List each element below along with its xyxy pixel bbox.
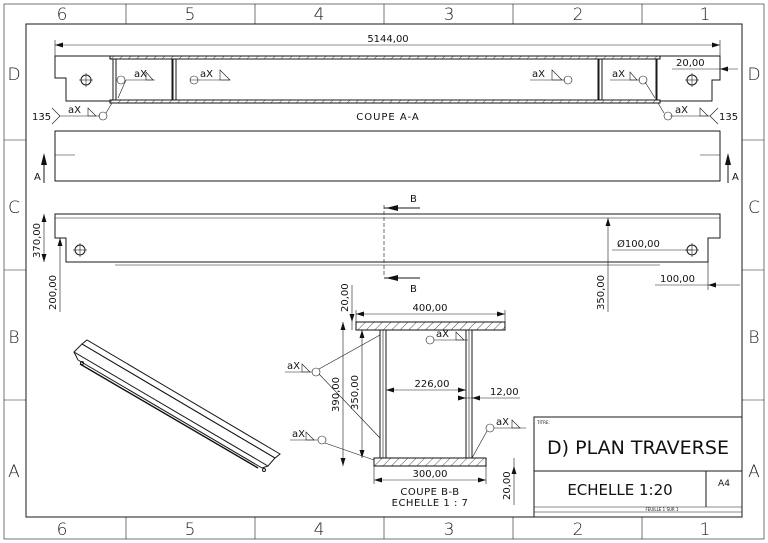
- col-label-bottom-4: 4: [314, 520, 325, 540]
- weld-symbol-6: aX: [675, 105, 688, 116]
- section-mark-a-left: A: [34, 172, 41, 183]
- row-label-left-a: A: [8, 462, 20, 482]
- col-label-top-5: 5: [185, 5, 196, 25]
- row-label-left-c: C: [8, 198, 20, 218]
- col-label-top-2: 2: [573, 5, 584, 25]
- dim-hole-depth: 200,00: [48, 275, 59, 310]
- row-label-right-c: C: [748, 198, 760, 218]
- col-label-bottom-6: 6: [57, 520, 68, 540]
- weld-symbol-9: aX: [292, 429, 305, 440]
- dim-end-offset: 20,00: [676, 58, 705, 69]
- dim-top-thickness: 20,00: [340, 283, 351, 312]
- dim-overall-length: 5144,00: [367, 34, 408, 45]
- section-mark-b-top: B: [410, 194, 417, 205]
- dim-total-height: 390,00: [331, 377, 342, 412]
- drawing-scale: ECHELLE 1:20: [567, 481, 672, 499]
- dim-web-height: 350,00: [350, 375, 361, 410]
- title-block: TITRE: D) PLAN TRAVERSE ECHELLE 1:20 A4 …: [533, 416, 743, 518]
- weld-symbol-5: aX: [68, 105, 81, 116]
- weld-symbol-10: aX: [496, 417, 509, 428]
- section-mark-b-bottom: B: [410, 284, 417, 295]
- angle-left: 135: [32, 112, 51, 123]
- section-bb-scale: ECHELLE 1 : 7: [392, 498, 469, 509]
- section-mark-a-right: A: [732, 172, 739, 183]
- col-label-bottom-2: 2: [573, 520, 584, 540]
- col-label-bottom-1: 1: [700, 520, 711, 540]
- grid-ticks: [4, 4, 764, 539]
- section-aa-label: COUPE A-A: [356, 112, 420, 123]
- sheet-number: FEUILLE 1 SUR 1: [645, 507, 679, 512]
- dim-inner-height: 350,00: [596, 275, 607, 310]
- weld-symbol-2: aX: [200, 69, 213, 80]
- weld-symbol-8: aX: [436, 329, 449, 340]
- col-label-bottom-5: 5: [185, 520, 196, 540]
- col-label-top-4: 4: [314, 5, 325, 25]
- dim-web-thickness: 12,00: [490, 387, 519, 398]
- plan-view: A A: [34, 130, 739, 183]
- weld-symbol-4: aX: [612, 69, 625, 80]
- weld-symbol-3: aX: [532, 69, 545, 80]
- dim-bottom-thickness: 20,00: [502, 471, 513, 500]
- col-label-top-1: 1: [700, 5, 711, 25]
- dim-height: 370,00: [32, 223, 43, 258]
- angle-right: 135: [719, 112, 738, 123]
- weld-symbol-1: aX: [134, 69, 147, 80]
- section-bb-view: 400,00 20,00 390,00 350,00 226,00 12,00 …: [285, 283, 526, 509]
- col-label-bottom-3: 3: [444, 520, 455, 540]
- isometric-beam: [73, 339, 281, 472]
- col-label-top-3: 3: [444, 5, 455, 25]
- section-bb-label: COUPE B-B: [400, 487, 459, 498]
- row-label-left-b: B: [8, 328, 19, 348]
- dim-bottom-width: 300,00: [413, 469, 448, 480]
- row-label-left-d: D: [7, 65, 20, 85]
- title-label: TITRE:: [536, 420, 550, 425]
- row-label-right-a: A: [748, 462, 760, 482]
- row-label-right-d: D: [747, 65, 760, 85]
- dim-top-flange-width: 400,00: [413, 303, 448, 314]
- row-label-right-b: B: [748, 328, 759, 348]
- elevation-view: B B 370,00 200,00 350,00 Ø100,00 100,00: [32, 194, 740, 312]
- weld-symbol-7: aX: [287, 361, 300, 372]
- col-label-top-6: 6: [57, 5, 68, 25]
- dim-inner-width: 226,00: [415, 379, 450, 390]
- paper-format: A4: [718, 479, 730, 489]
- dim-hole-diameter: Ø100,00: [617, 238, 660, 250]
- section-aa-view: 5144,00: [32, 34, 738, 125]
- drawing-title: D) PLAN TRAVERSE: [547, 437, 729, 459]
- dim-edge-offset: 100,00: [660, 274, 695, 285]
